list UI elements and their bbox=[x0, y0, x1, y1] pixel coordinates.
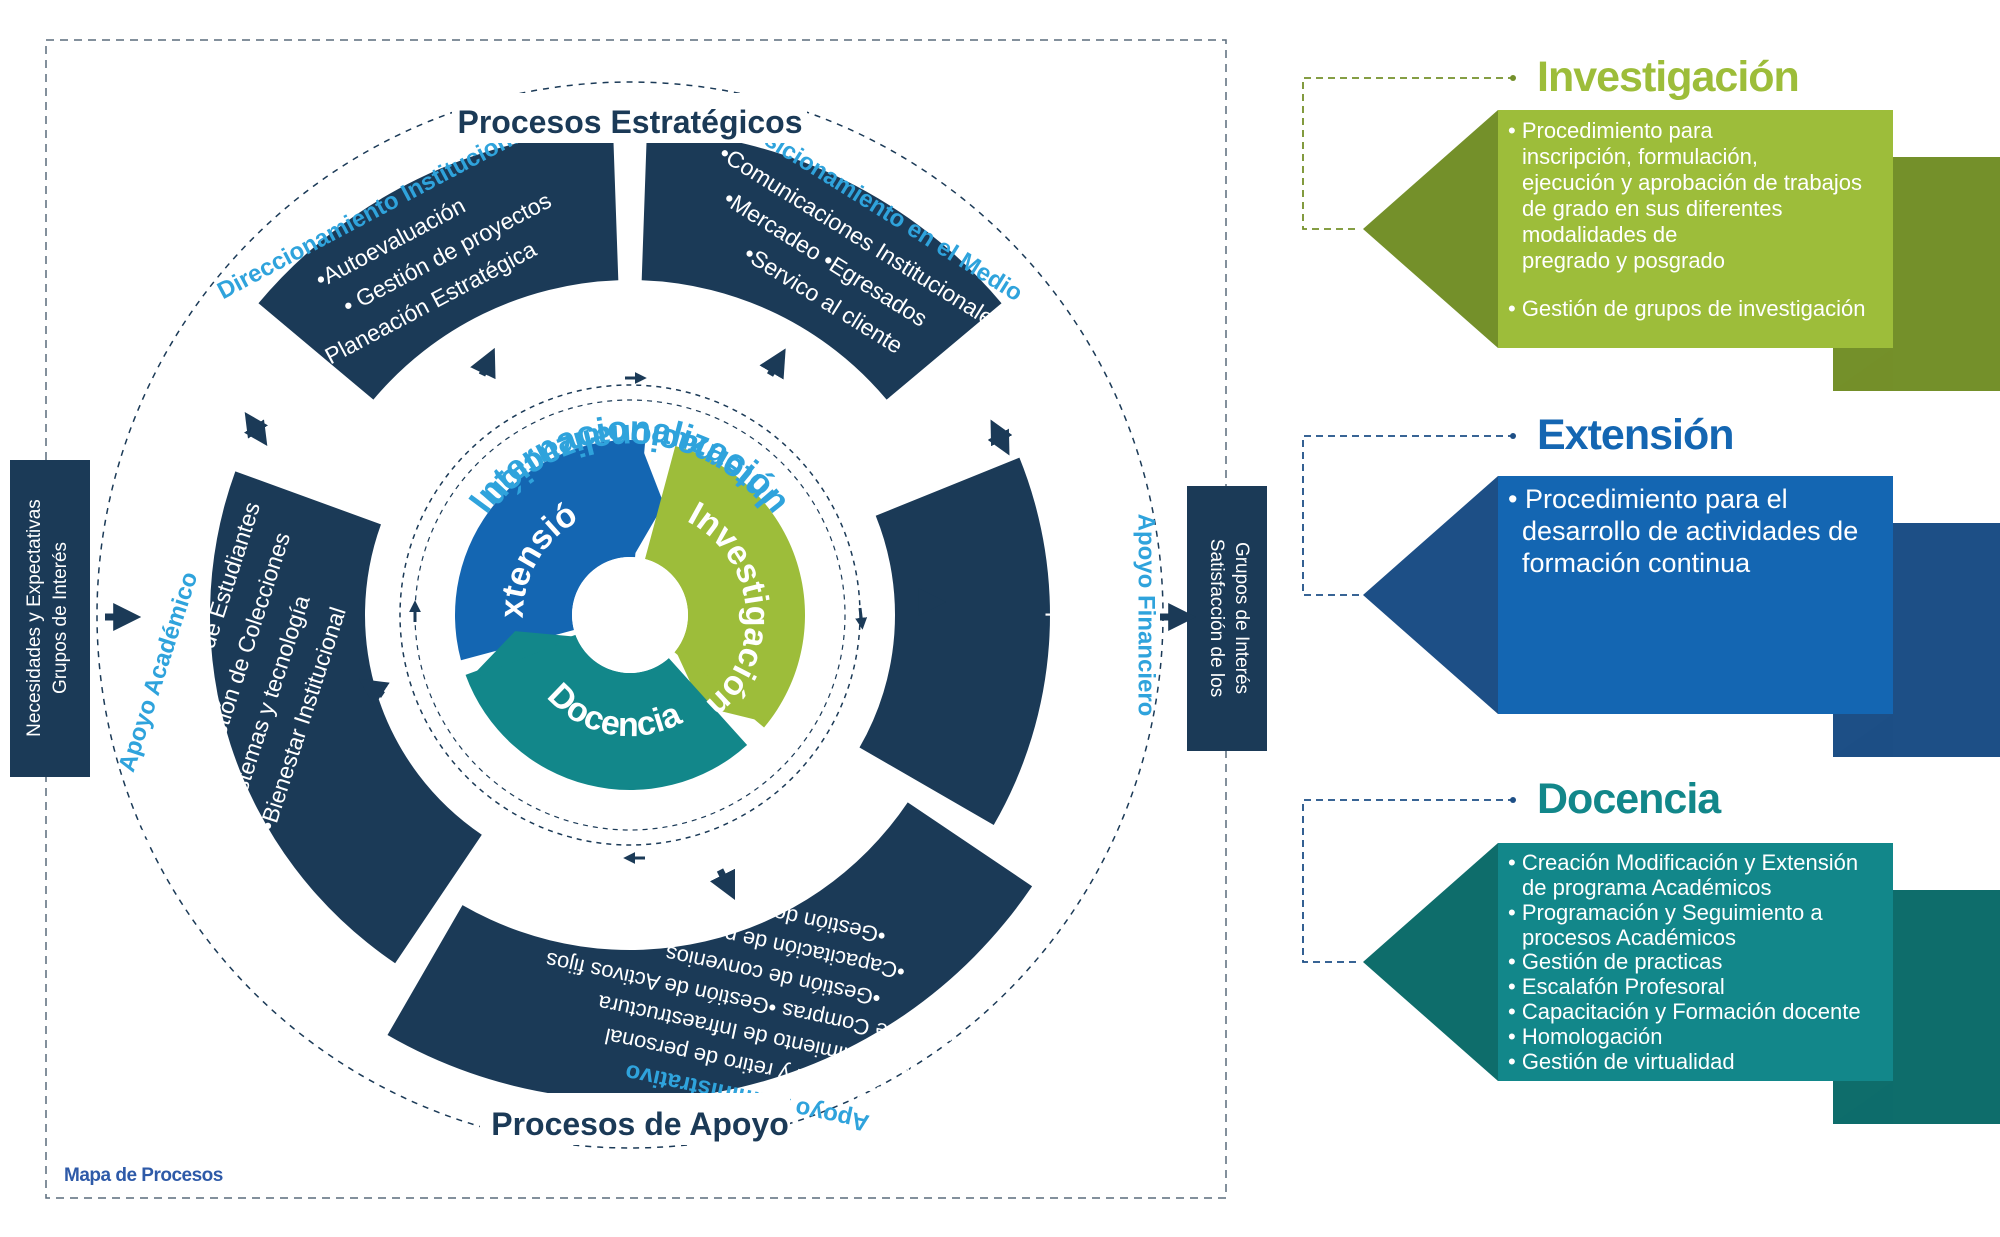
panel-pointer bbox=[1363, 110, 1498, 348]
panel-items: • Creación Modificación y Extensión de p… bbox=[1508, 850, 1888, 1075]
flow-arrow bbox=[358, 678, 390, 706]
procesos-estrategicos-label: Procesos Estratégicos bbox=[457, 104, 802, 140]
panel-body-block bbox=[1498, 476, 1893, 714]
center-segment-tip bbox=[633, 440, 664, 558]
inner-dashed-circle-2 bbox=[414, 399, 846, 831]
sector-2 bbox=[641, 130, 1002, 400]
panel-item: • Gestión de practicas bbox=[1508, 949, 1723, 975]
panel-title: Investigación bbox=[1537, 53, 1800, 101]
panel-items: • Procedimiento para inscripción, formul… bbox=[1508, 118, 1888, 322]
flow-arrow bbox=[709, 868, 736, 901]
center-segment-tip bbox=[467, 631, 577, 681]
panel-connector bbox=[1302, 435, 1515, 596]
panel-fold bbox=[1833, 714, 1893, 757]
flow-arrow bbox=[470, 347, 496, 380]
sector-5 bbox=[209, 471, 482, 964]
output-box-line-1: Satisfacción de los bbox=[1206, 539, 1227, 697]
panel-title: Docencia bbox=[1537, 775, 1721, 823]
panel-body-block bbox=[1498, 110, 1893, 348]
center-segment-2 bbox=[645, 445, 805, 728]
sector-item: • Presupuestos bbox=[1045, 537, 1071, 692]
sector-title: Apoyo Financiero bbox=[1132, 514, 1159, 717]
panel-connector-dot bbox=[1510, 433, 1516, 439]
center-segment-tip bbox=[675, 650, 768, 723]
panel-pointer bbox=[1363, 476, 1498, 714]
flow-arrow bbox=[244, 412, 268, 446]
panel-item: • Procedimiento para el desarrollo de ac… bbox=[1508, 484, 1859, 578]
panel-item: • Programación y Seguimiento a procesos … bbox=[1508, 899, 1823, 950]
right-panels bbox=[1302, 75, 2000, 1124]
panel-fold bbox=[1833, 1081, 1893, 1124]
sector-4 bbox=[387, 802, 1033, 1100]
panel-fold bbox=[1833, 348, 1893, 391]
input-box-line-2: Grupos de Interés bbox=[50, 542, 71, 694]
process-ring bbox=[209, 130, 1050, 1100]
output-box: Satisfacción de los Grupos de Interés bbox=[1187, 486, 1267, 751]
output-box-line-2: Grupos de Interés bbox=[1231, 542, 1252, 694]
outer-frame bbox=[45, 39, 1227, 1199]
bottom-label-group: Procesos de Apoyo bbox=[480, 1093, 790, 1145]
panel-item: • Gestión de grupos de investigación bbox=[1508, 295, 1866, 321]
top-label-group: Procesos Estratégicos bbox=[452, 93, 807, 143]
sector-item: •Contabilidad •Tesorería bbox=[1089, 492, 1115, 738]
panel-item: • Homologación bbox=[1508, 1024, 1663, 1050]
panel-items: • Procedimiento para el desarrollo de ac… bbox=[1508, 484, 1888, 580]
panel-body-block bbox=[1498, 843, 1893, 1081]
panel-pointer bbox=[1363, 843, 1498, 1081]
panel-item: • Escalafón Profesoral bbox=[1508, 974, 1725, 1000]
sector-text-3: Apoyo Financiero •Contabilidad •Tesorería… bbox=[1045, 492, 1159, 738]
center-segment-1 bbox=[455, 440, 646, 661]
flow-arrow bbox=[855, 607, 868, 630]
sector-3 bbox=[859, 457, 1050, 825]
panel-item: • Procedimiento para inscripción, formul… bbox=[1508, 118, 1863, 273]
panel-item: • Capacitación y Formación docente bbox=[1508, 999, 1861, 1025]
panel-connector-dot bbox=[1510, 797, 1516, 803]
center-segment-3 bbox=[465, 634, 748, 790]
flow-arrows bbox=[105, 347, 1197, 901]
sector-1 bbox=[258, 130, 619, 400]
flow-arrow bbox=[759, 348, 786, 380]
flow-arrow bbox=[987, 419, 1013, 456]
panel-connector bbox=[1302, 799, 1515, 963]
panel-item: • Creación Modificación y Extensión de p… bbox=[1508, 850, 1859, 900]
input-box: Necesidades y Expectativas Grupos de Int… bbox=[10, 460, 90, 777]
map-caption: Mapa de Procesos bbox=[64, 1165, 223, 1186]
input-box-line-1: Necesidades y Expectativas bbox=[24, 499, 45, 737]
panel-connector-dot bbox=[1510, 75, 1516, 81]
panel-item: • Gestión de virtualidad bbox=[1508, 1048, 1735, 1074]
panel-title: Extensión bbox=[1537, 411, 1734, 459]
center-hole bbox=[572, 557, 688, 673]
procesos-apoyo-label: Procesos de Apoyo bbox=[491, 1106, 789, 1142]
